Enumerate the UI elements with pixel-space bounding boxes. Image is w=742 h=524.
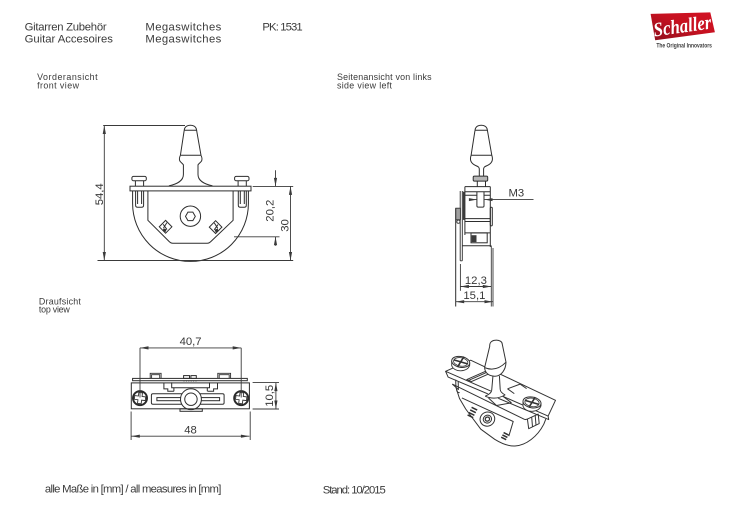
svg-text:15,1: 15,1 xyxy=(463,290,485,302)
svg-text:Megaswitches: Megaswitches xyxy=(145,22,221,34)
svg-text:30: 30 xyxy=(280,219,292,232)
svg-text:54,4: 54,4 xyxy=(94,183,106,205)
svg-text:front view: front view xyxy=(37,81,79,91)
svg-text:top view: top view xyxy=(39,304,70,314)
svg-text:10,5: 10,5 xyxy=(264,385,276,407)
svg-text:Vorderansicht: Vorderansicht xyxy=(37,72,98,82)
svg-text:20,2: 20,2 xyxy=(264,200,276,222)
svg-text:alle Maße in [mm] / all measur: alle Maße in [mm] / all measures in [mm] xyxy=(45,484,222,496)
svg-text:Megaswitches: Megaswitches xyxy=(145,33,221,45)
svg-text:Stand: 10/2015: Stand: 10/2015 xyxy=(323,485,386,497)
svg-text:Guitar Accesoires: Guitar Accesoires xyxy=(25,33,114,45)
svg-text:Draufsicht: Draufsicht xyxy=(39,296,82,306)
svg-text:Seitenansicht von links: Seitenansicht von links xyxy=(337,72,432,82)
svg-text:M3: M3 xyxy=(509,188,525,200)
svg-text:side view left: side view left xyxy=(337,81,393,91)
svg-text:40,7: 40,7 xyxy=(180,336,202,348)
svg-text:The Original Innovators: The Original Innovators xyxy=(656,43,712,50)
svg-text:12,3: 12,3 xyxy=(465,275,487,287)
svg-text:PK: 1531: PK: 1531 xyxy=(262,22,302,34)
svg-text:48: 48 xyxy=(184,424,197,436)
svg-text:Gitarren Zubehör: Gitarren Zubehör xyxy=(25,22,107,34)
